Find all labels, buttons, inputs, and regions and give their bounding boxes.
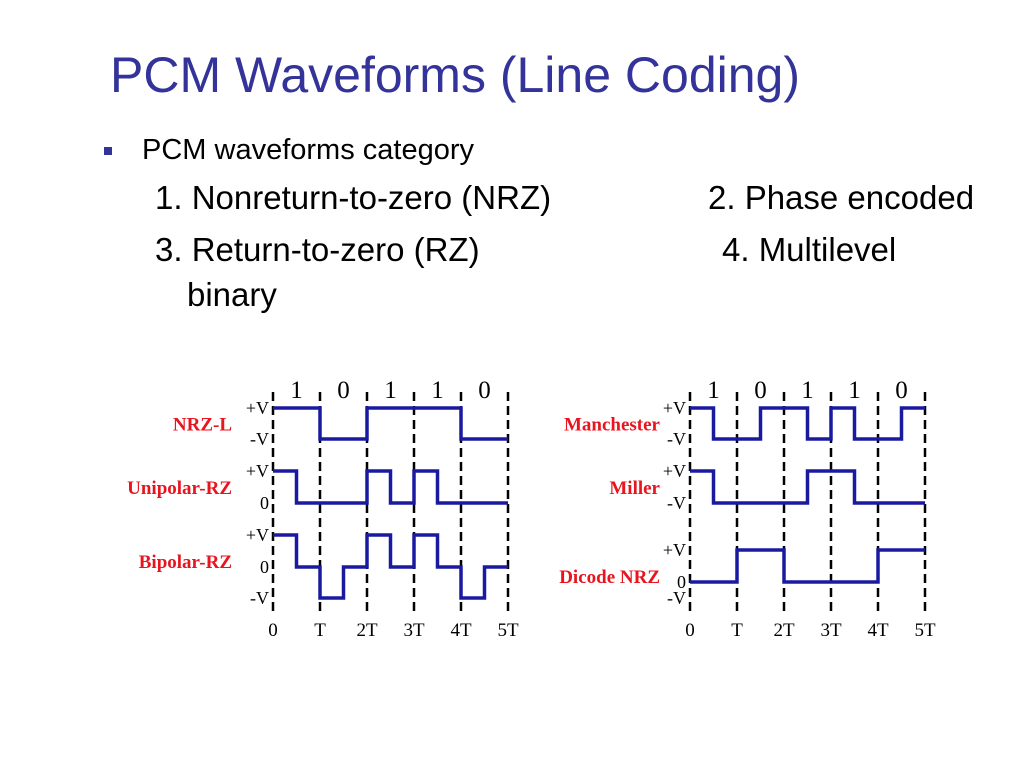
level-label: -V xyxy=(250,429,269,449)
item-nrz: 1. Nonreturn-to-zero (NRZ) xyxy=(155,179,552,216)
waveform-trace xyxy=(690,469,925,505)
right-time-label: 5T xyxy=(914,620,936,641)
waveform-trace xyxy=(690,406,925,441)
right-time-label: 2T xyxy=(773,620,795,641)
level-label: +V xyxy=(246,525,269,545)
waveform-trace xyxy=(273,533,508,600)
item-binary: binary xyxy=(187,276,277,313)
level-label: 0 xyxy=(260,493,269,513)
left-bit-label: 0 xyxy=(478,377,491,404)
level-label: +V xyxy=(663,398,686,418)
level-label: +V xyxy=(246,398,269,418)
waveform-row-label: Unipolar-RZ xyxy=(127,478,232,499)
waveform-trace xyxy=(690,548,925,584)
right-bit-label: 1 xyxy=(848,377,861,404)
left-time-label: 3T xyxy=(403,620,425,641)
right-time-label: 4T xyxy=(867,620,889,641)
level-label: -V xyxy=(667,493,686,513)
level-label: -V xyxy=(667,429,686,449)
level-label: +V xyxy=(246,461,269,481)
right-bit-label: 1 xyxy=(801,377,814,404)
right-bit-label: 0 xyxy=(754,377,767,404)
right-time-label: 3T xyxy=(820,620,842,641)
bullet-text: PCM waveforms category xyxy=(142,134,474,166)
left-bit-label: 1 xyxy=(290,377,303,404)
waveform-row-label: Dicode NRZ xyxy=(559,567,660,588)
left-time-label: 2T xyxy=(356,620,378,641)
level-label: 0 xyxy=(260,557,269,577)
right-time-label: T xyxy=(731,620,743,641)
slide-title: PCM Waveforms (Line Coding) xyxy=(110,47,801,103)
left-bit-label: 1 xyxy=(384,377,397,404)
left-bit-label: 0 xyxy=(337,377,350,404)
square-bullet-icon xyxy=(104,147,112,155)
waveform-row-label: Miller xyxy=(609,478,660,499)
level-label: 0 xyxy=(677,572,686,592)
right-time-label: 0 xyxy=(685,620,695,641)
item-multilevel: 4. Multilevel xyxy=(722,231,897,268)
left-time-label: 5T xyxy=(497,620,519,641)
right-bit-label: 1 xyxy=(707,377,720,404)
level-label: -V xyxy=(667,588,686,608)
item-phase-encoded: 2. Phase encoded xyxy=(708,179,975,216)
waveform-trace xyxy=(273,469,508,505)
waveform-trace xyxy=(273,406,508,441)
level-label: +V xyxy=(663,461,686,481)
left-time-label: 4T xyxy=(450,620,472,641)
waveform-row-label: Manchester xyxy=(564,415,661,436)
level-label: -V xyxy=(250,588,269,608)
waveform-row-label: Bipolar-RZ xyxy=(139,552,232,573)
item-rz: 3. Return-to-zero (RZ) xyxy=(155,231,480,268)
left-time-label: T xyxy=(314,620,326,641)
waveform-row-label: NRZ-L xyxy=(173,415,232,436)
right-bit-label: 0 xyxy=(895,377,908,404)
level-label: +V xyxy=(663,540,686,560)
left-bit-label: 1 xyxy=(431,377,444,404)
left-time-label: 0 xyxy=(268,620,278,641)
